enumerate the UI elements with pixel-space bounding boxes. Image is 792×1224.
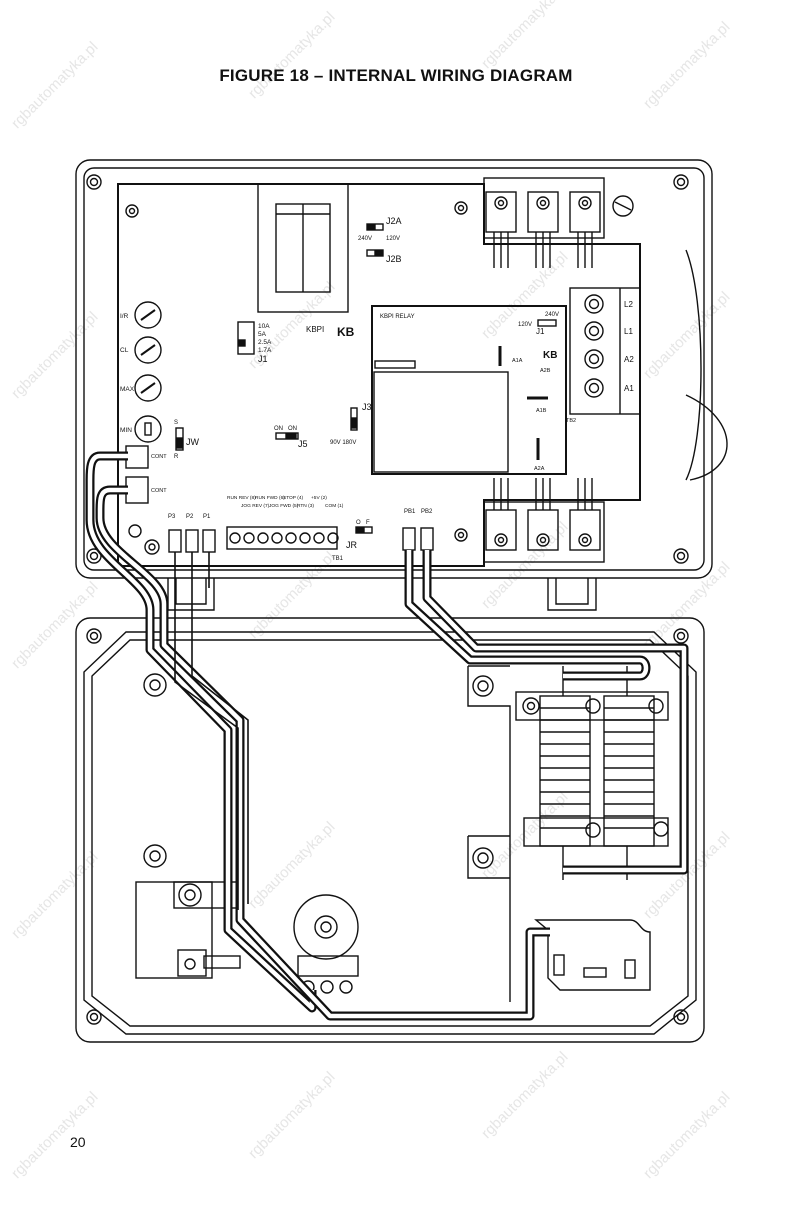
j1-option-2-5a: 2.5A: [258, 339, 272, 346]
upper-enclosure: [75, 159, 728, 611]
figure-title: FIGURE 18 – INTERNAL WIRING DIAGRAM: [219, 66, 573, 85]
relay-name: KBPI RELAY: [380, 314, 415, 320]
jumper-blocks: [175, 223, 384, 534]
tb1-terminal-5: JOG FWD (5): [269, 503, 299, 509]
pot-label-p2: P2: [186, 514, 194, 520]
trimpot-label-min: MIN: [120, 427, 132, 434]
relay-jumper-j1: J1: [536, 327, 545, 336]
relay-label-a2b: A2B: [540, 368, 551, 374]
fuse-block: [257, 183, 349, 313]
jumper-j5: J5: [298, 439, 308, 449]
bottom-power-devices: [483, 478, 605, 563]
jumper-jr: JR: [346, 540, 358, 550]
switch-bracket: [534, 919, 651, 991]
tb1-terminal-1: COM (1): [325, 503, 344, 509]
tb2-terminal-block: [569, 287, 641, 415]
tb1-terminal-8: RUN REV (8): [227, 495, 256, 501]
j2-option-240v: 240V: [358, 236, 372, 242]
relay-j1-option-240v: 240V: [545, 312, 559, 318]
j3-options: 90V 180V: [330, 440, 356, 446]
relay-j1-option-120v: 120V: [518, 322, 532, 328]
pb-label-2: PB2: [421, 509, 433, 515]
tb1-terminal-2: +5V (2): [311, 495, 327, 501]
cont-label-1: CONT: [151, 454, 167, 460]
main-pc-board: [117, 183, 641, 567]
pot-label-p3: P3: [168, 514, 176, 520]
braking-resistors: [515, 666, 669, 880]
trimpot-label-max: MAX: [120, 386, 135, 393]
tb2-label: TB2: [566, 418, 576, 424]
wire-harness: [85, 451, 689, 1021]
relay-label-a1a: A1A: [512, 358, 523, 364]
j5-option-on-1: ON: [274, 426, 283, 432]
j1-option-10a: 10A: [258, 323, 270, 330]
pb-connectors: [402, 527, 434, 551]
pot-label-p1: P1: [203, 514, 211, 520]
tb2-terminal-l1: L1: [624, 327, 633, 336]
j1-option-1-7a: 1.7A: [258, 347, 272, 354]
tb1-terminal-4: STOP (4): [283, 495, 303, 501]
cont-label-2: CONT: [151, 488, 167, 494]
board-name: KBPI: [306, 325, 324, 334]
speed-potentiometer: [293, 894, 359, 994]
trimpots: [134, 301, 162, 443]
trimpot-label-ir: I/R: [120, 313, 129, 320]
jr-option-f: F: [366, 520, 370, 526]
board-labels: KB KBPI KBPI RELAY KB I/R CL MAX MIN 10A…: [120, 216, 634, 562]
relay-logo: KB: [543, 350, 557, 361]
relay-label-a2a: A2A: [534, 466, 545, 472]
jr-option-o: O: [356, 520, 361, 526]
jumper-j1: J1: [258, 354, 268, 364]
jw-option-r: R: [174, 454, 179, 460]
j1-option-5a: 5A: [258, 331, 267, 338]
tb1-terminal-6: RUN FWD (6): [255, 495, 285, 501]
tb1-terminal-block: [226, 526, 339, 550]
jumper-j2a: J2A: [386, 216, 402, 226]
pb-label-1: PB1: [404, 509, 416, 515]
tb2-terminal-a1: A1: [624, 384, 634, 393]
tb2-terminal-a2: A2: [624, 355, 634, 364]
tb1-terminal-3: RTN (3): [297, 503, 314, 509]
lower-enclosure: [75, 617, 705, 1043]
j5-option-on-2: ON: [288, 426, 297, 432]
tb1-label: TB1: [332, 556, 344, 562]
cont-connectors: [125, 445, 160, 555]
jw-option-s: S: [174, 420, 178, 426]
j2-option-120v: 120V: [386, 236, 400, 242]
page-number: 20: [70, 1134, 86, 1150]
kb-logo: KB: [337, 325, 355, 339]
tb1-terminal-7: JOG REV (7): [241, 503, 270, 509]
top-power-devices: [483, 177, 634, 268]
trimpot-label-cl: CL: [120, 347, 129, 354]
tb2-terminal-l2: L2: [624, 300, 633, 309]
jumper-j2b: J2B: [386, 254, 402, 264]
jumper-jw: JW: [186, 437, 200, 447]
relay-label-a1b: A1B: [536, 408, 547, 414]
relay-board: [371, 305, 567, 475]
jumper-j3: J3: [362, 402, 372, 412]
pot-connectors: [168, 529, 216, 553]
